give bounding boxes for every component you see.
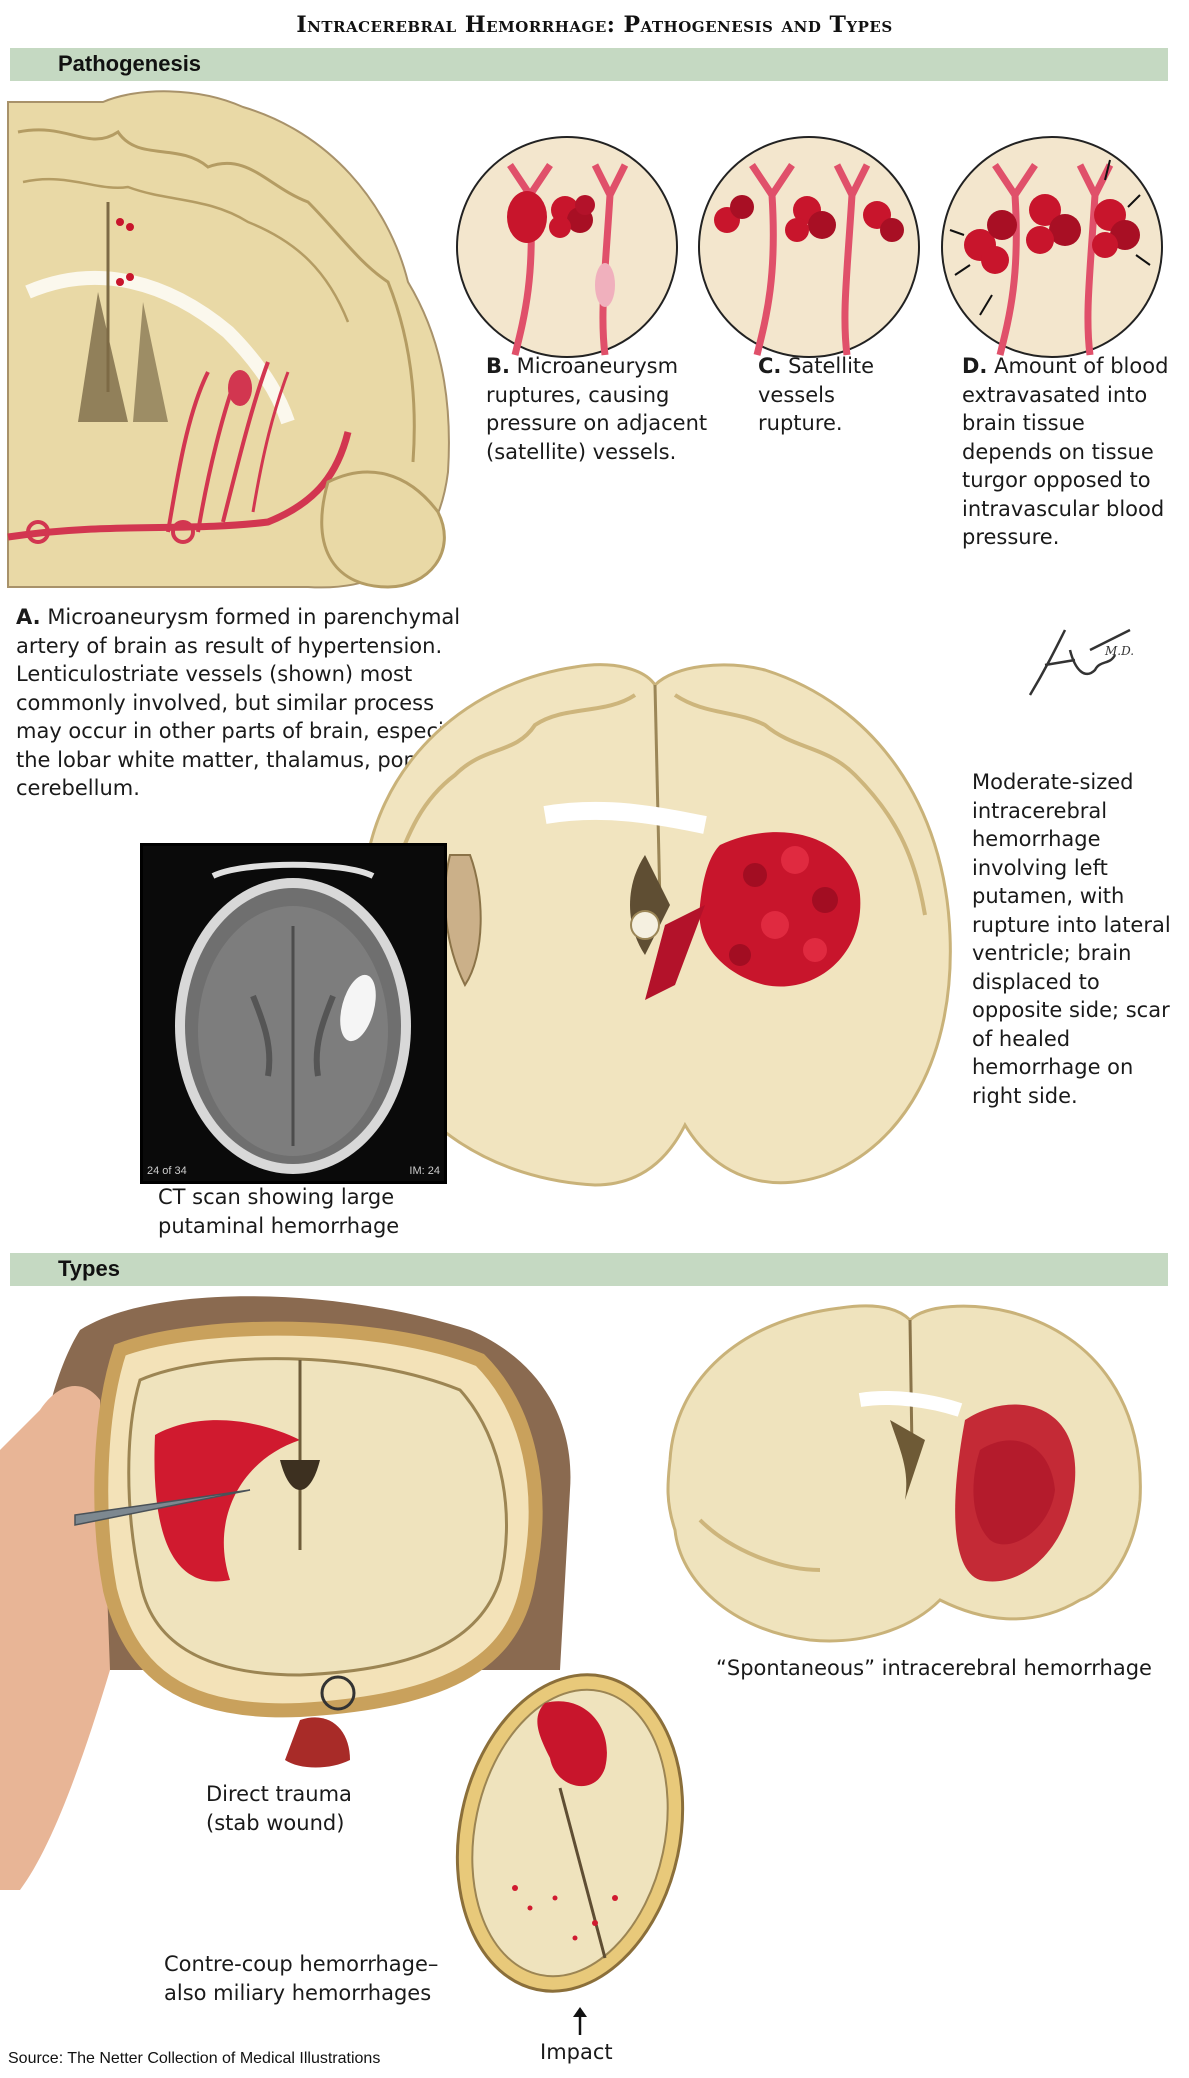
ct-overlay-slice: 24 of 34 — [147, 1165, 187, 1177]
caption-a-label: A. — [16, 605, 41, 629]
page-title: Intracerebral Hemorrhage: Pathogenesis a… — [296, 12, 893, 38]
caption-c: C. Satellite vessels rupture. — [758, 352, 888, 438]
caption-moderate-hemorrhage: Moderate-sized intracerebral hemorrhage … — [972, 770, 1171, 1108]
caption-b-text: Microaneurysm ruptures, causing pressure… — [486, 354, 708, 464]
section-header-types: Types — [10, 1253, 1168, 1286]
caption-a: A. Microaneurysm formed in parenchymal a… — [16, 603, 486, 803]
caption-d: D. Amount of blood extravasated into bra… — [962, 352, 1177, 552]
caption-impact: Impact — [540, 2040, 613, 2064]
spontaneous-hemorrhage-brain-illustration — [666, 1304, 1142, 1643]
caption-ct: CT scan showing large putaminal hemorrha… — [158, 1185, 400, 1238]
section-title-types: Types — [58, 1256, 120, 1281]
ct-scan-graphic — [175, 861, 411, 1174]
caption-c-text: Satellite vessels rupture. — [758, 354, 875, 435]
caption-b-label: B. — [486, 354, 510, 378]
section-header-pathogenesis: Pathogenesis — [10, 48, 1168, 81]
impact-arrow — [573, 2007, 587, 2035]
satellite-rupture-illustration-c — [698, 136, 920, 358]
contrecoup-axial-illustration — [455, 1673, 685, 1993]
caption-a-text: Microaneurysm formed in parenchymal arte… — [16, 605, 481, 800]
svg-text:M.D.: M.D. — [1104, 644, 1134, 658]
ct-scan-image: 24 of 34 IM: 24 — [140, 843, 447, 1184]
ct-overlay-image: IM: 24 — [409, 1165, 440, 1177]
microaneurysm-illustration-b — [456, 136, 678, 358]
extravasation-illustration-d — [941, 136, 1163, 358]
putaminal-hemorrhage-brain-illustration — [360, 663, 952, 1187]
brain-section-illustration-a — [7, 90, 450, 589]
source-credit: Source: The Netter Collection of Medical… — [8, 2050, 381, 2067]
caption-spontaneous: “Spontaneous” intracerebral hemorrhage — [716, 1656, 1152, 1680]
netter-signature: M.D. — [1028, 628, 1134, 696]
caption-contrecoup: Contre-coup hemorrhage– also miliary hem… — [164, 1952, 439, 2005]
caption-direct-trauma: Direct trauma (stab wound) — [206, 1782, 352, 1835]
section-title-pathogenesis: Pathogenesis — [58, 51, 202, 76]
stab-wound-head-illustration — [0, 1296, 571, 1890]
caption-b: B. Microaneurysm ruptures, causing press… — [486, 352, 722, 466]
caption-c-label: C. — [758, 354, 782, 378]
caption-d-text: Amount of blood extravasated into brain … — [962, 354, 1169, 549]
caption-d-label: D. — [962, 354, 988, 378]
